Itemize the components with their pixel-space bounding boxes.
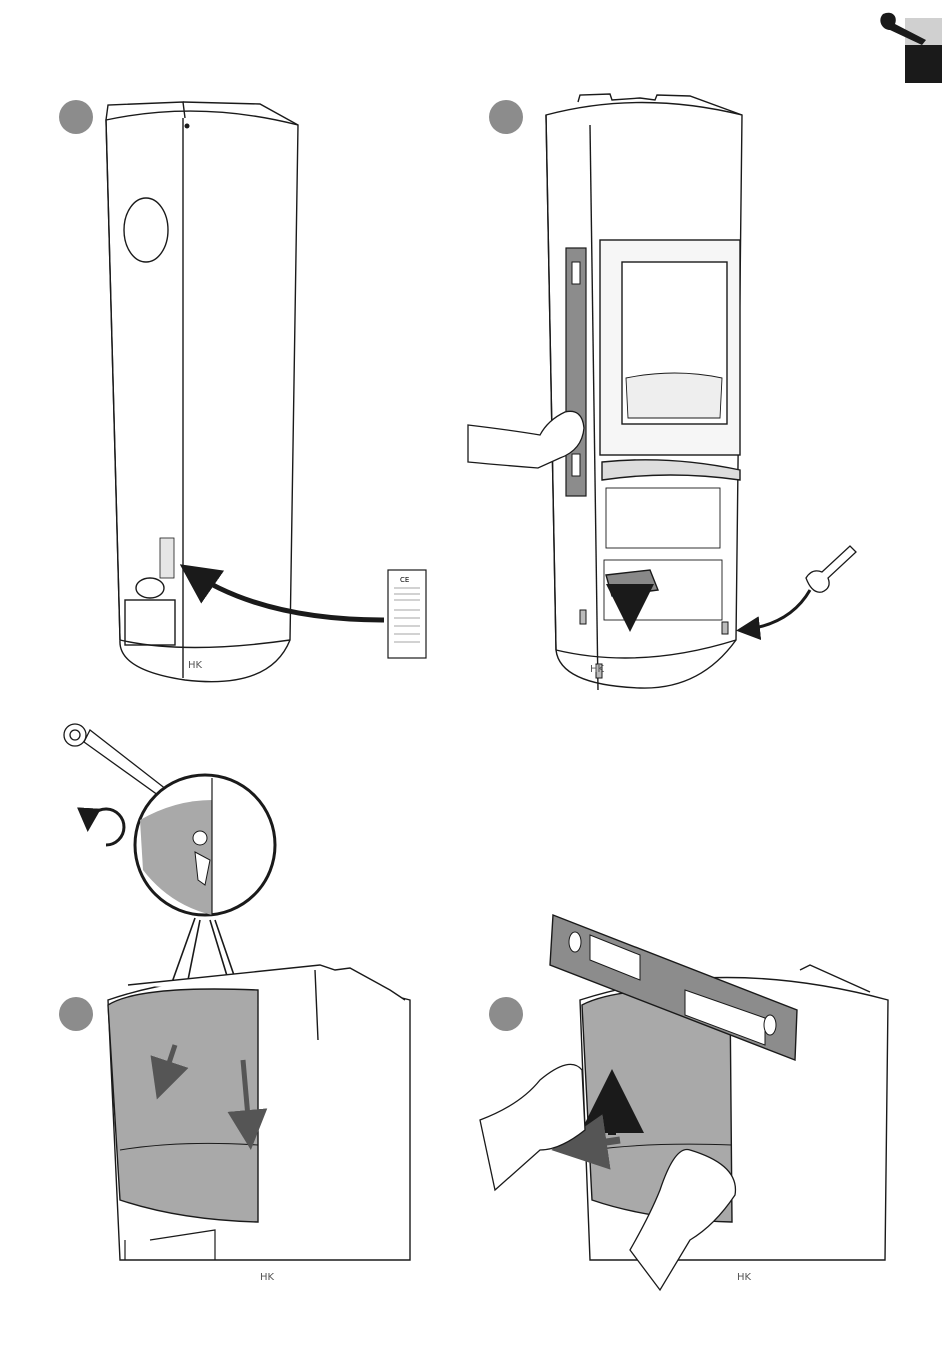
detail-zoom-circle: [135, 775, 275, 915]
wrench-tool-small: [806, 546, 856, 592]
rating-plate-ce-mark: CE: [400, 576, 409, 584]
stove-back: [106, 102, 298, 682]
arrow-to-foot: [742, 590, 810, 630]
watermark-2: HK: [590, 664, 605, 675]
watermark-3: HK: [260, 1272, 275, 1283]
step-marker-1: [59, 100, 93, 134]
header-badge: [905, 18, 942, 83]
rating-plate: CE: [388, 570, 426, 658]
spirit-level-vertical: [566, 248, 586, 496]
step-marker-4: [489, 997, 523, 1031]
watermark-4: HK: [737, 1272, 752, 1283]
removed-panel: [108, 989, 258, 1222]
step-marker-3: [59, 997, 93, 1031]
rotate-ccw-icon: [88, 809, 124, 845]
hand-left-step4: [480, 1064, 585, 1190]
step-marker-2: [489, 100, 523, 134]
watermark-1: HK: [188, 660, 203, 671]
